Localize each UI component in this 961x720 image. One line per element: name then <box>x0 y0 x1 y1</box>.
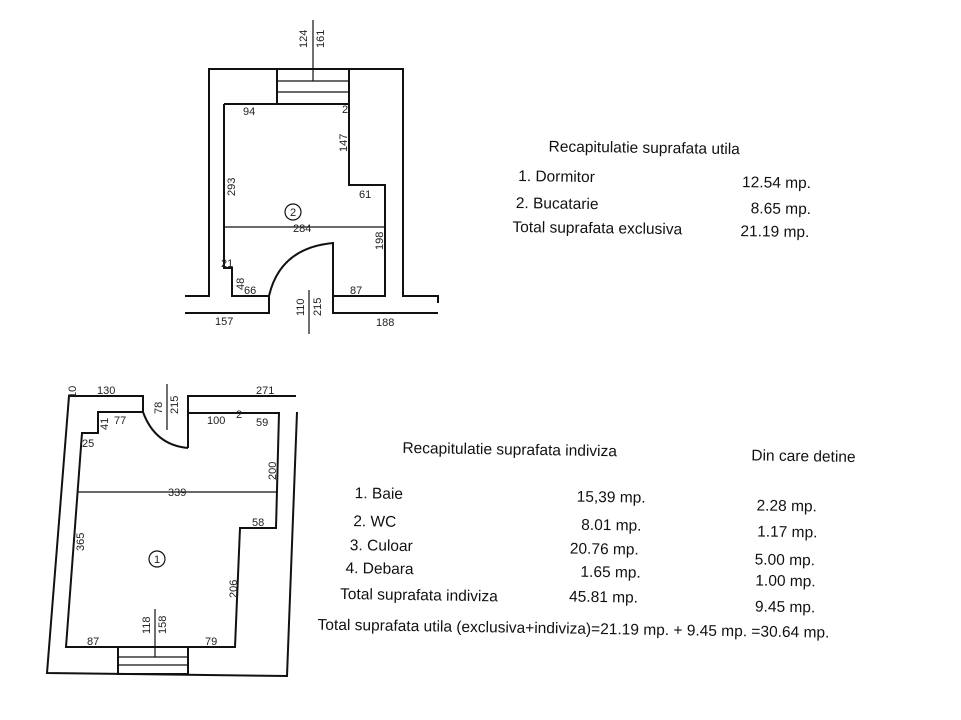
grand-total: Total suprafata utila (exclusiva+indiviz… <box>317 617 829 642</box>
total-shared-label: Total suprafata indiviza <box>340 586 498 605</box>
dimension-label: 87 <box>87 636 99 648</box>
dimension-label: 200 <box>267 462 279 480</box>
room-label: 2. Bucatarie <box>516 195 599 213</box>
shared-room-share: 1.00 mp. <box>755 572 816 590</box>
dimension-label: 41 <box>99 418 111 430</box>
dimension-label: 25 <box>82 438 94 450</box>
usable-area-summary: Recapitulatie suprafata utila 1. Dormito… <box>512 138 812 241</box>
dimension-label: 339 <box>168 487 186 499</box>
dimension-label: 161 <box>315 30 327 48</box>
dimension-label: 118 <box>141 616 153 634</box>
dimension-label: 110 <box>295 298 307 316</box>
dimension-label: 188 <box>376 317 394 329</box>
dimension-label: 100 <box>207 415 225 427</box>
room-label: 1. Dormitor <box>518 168 595 186</box>
total-exclusive-value: 21.19 mp. <box>740 223 809 241</box>
room-number-circle <box>148 550 166 568</box>
dimension-label: 365 <box>75 533 87 551</box>
shared-area-summary: Recapitulatie suprafata indiviza Din car… <box>317 440 856 642</box>
inner-wall-upper <box>224 103 438 314</box>
dimension-label: 157 <box>215 316 233 328</box>
outer-wall-lower <box>45 395 298 678</box>
shared-room-area: 15,39 mp. <box>577 489 646 507</box>
outer-wall-upper <box>185 68 439 303</box>
inner-wall-lower <box>64 411 281 648</box>
room-number: 2 <box>290 207 296 219</box>
shared-room-share: 2.28 mp. <box>756 497 817 515</box>
dimension-label: 2 <box>236 409 242 421</box>
total-shared-share: 9.45 mp. <box>755 598 816 616</box>
inner-wall-upper-left <box>185 104 270 314</box>
dimension-label: 59 <box>256 417 268 429</box>
dimension-label: 284 <box>293 223 311 235</box>
shared-area-title: Recapitulatie suprafata indiviza <box>402 440 617 460</box>
dimension-label: 78 <box>153 402 165 414</box>
dimension-label: 21 <box>221 258 233 270</box>
dimension-label: 10 <box>67 386 79 398</box>
dimension-label: 215 <box>169 396 181 414</box>
total-exclusive-label: Total suprafata exclusiva <box>512 219 682 238</box>
total-shared-value: 45.81 mp. <box>569 589 638 607</box>
dimension-label: 124 <box>298 30 310 48</box>
shared-room-area: 20.76 mp. <box>570 541 639 559</box>
dimension-label: 87 <box>350 285 362 297</box>
dimension-label: 58 <box>252 517 264 529</box>
shared-room-label: 2. WC <box>353 513 396 531</box>
dimension-label: 94 <box>243 106 255 118</box>
dimension-label: 158 <box>157 616 169 634</box>
dimension-label: 130 <box>97 385 115 397</box>
room-number: 1 <box>154 554 160 566</box>
dimension-label: 215 <box>312 298 324 316</box>
dimension-label: 271 <box>256 385 274 397</box>
dimension-label: 206 <box>228 580 240 598</box>
room-area: 8.65 mp. <box>751 200 812 218</box>
share-column-header: Din care detine <box>751 447 856 466</box>
dimension-label: 61 <box>359 189 371 201</box>
usable-area-title: Recapitulatie suprafata utila <box>548 138 740 158</box>
room-area: 12.54 mp. <box>742 174 811 192</box>
dimension-label: 48 <box>235 278 247 290</box>
dimension-label: 198 <box>374 232 386 250</box>
dimension-label: 293 <box>226 178 238 196</box>
shared-room-share: 1.17 mp. <box>757 523 818 541</box>
door-arc-upper <box>268 241 334 297</box>
stairs-lower <box>117 646 189 675</box>
dimension-label: 66 <box>244 285 256 297</box>
shared-room-share: 5.00 mp. <box>755 551 816 569</box>
door-arc-lower <box>142 411 189 449</box>
shared-room-area: 8.01 mp. <box>581 517 642 535</box>
shared-room-label: 1. Baie <box>355 485 404 503</box>
dimension-label: 147 <box>338 134 350 152</box>
room-number-circle <box>284 203 302 221</box>
shared-room-label: 3. Culoar <box>350 537 413 555</box>
dimension-label: 79 <box>205 636 217 648</box>
dimension-label: 2 <box>342 104 348 116</box>
dimension-label: 77 <box>114 415 126 427</box>
outer-wall-lower-right <box>187 395 296 448</box>
shared-room-label: 4. Debara <box>345 560 414 578</box>
upper-floor-plan: 2 124 161 94 2 147 293 61 284 198 21 48 … <box>185 20 439 334</box>
lower-floor-plan: 1 10 130 78 215 271 41 77 100 2 59 25 20… <box>45 384 298 678</box>
shared-room-area: 1.65 mp. <box>580 564 641 582</box>
